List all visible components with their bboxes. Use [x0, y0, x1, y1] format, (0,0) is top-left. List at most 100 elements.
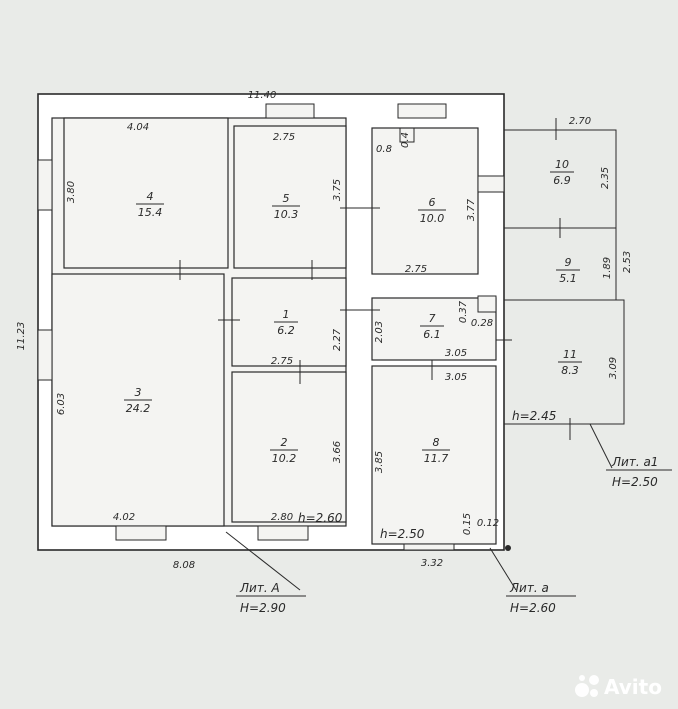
height-annex: h=2.45	[512, 409, 556, 423]
room-label-1: 1 6.2	[274, 308, 298, 337]
dim-niche-h: 0.4	[400, 132, 411, 148]
room-label-4: 4 15.4	[136, 190, 164, 219]
lit-name-a-small: Лит. а	[509, 581, 549, 595]
corner-dot	[505, 545, 511, 551]
dim-annex-top: 2.70	[569, 116, 591, 127]
room-area-9: 5.1	[559, 272, 577, 285]
room-label-11: 11 8.3	[558, 348, 582, 377]
dim-top-total: 11.40	[248, 90, 277, 101]
room-number-3: 3	[135, 386, 142, 399]
dim-room3-height: 6.03	[56, 393, 67, 415]
lit-height-a-main: H=2.90	[240, 601, 286, 615]
dim-left-total: 11.23	[16, 322, 27, 351]
room-number-4: 4	[147, 190, 154, 203]
room-label-9: 9 5.1	[556, 256, 580, 285]
room-area-1: 6.2	[277, 324, 295, 337]
dim-room5-height: 3.75	[332, 179, 343, 201]
leader-lit-a-main	[225, 531, 301, 591]
lit-name-a-main: Лит. А	[239, 581, 280, 595]
window-right-7	[477, 295, 497, 313]
dimension-labels: 11.40 4.04 2.75 0.8 0.4 2.70 3.80 3.75 3…	[16, 90, 633, 571]
lit-label-a-small: Лит. а H=2.60	[509, 581, 556, 615]
dim-room2-width: 2.80	[271, 512, 293, 523]
room-label-3: 3 24.2	[124, 386, 152, 415]
room-number-1: 1	[283, 308, 290, 321]
room-number-6: 6	[429, 196, 436, 209]
window-top-2	[397, 103, 447, 119]
dim-room5-width: 2.75	[273, 132, 295, 143]
dim-room3-width: 4.02	[113, 512, 135, 523]
lit-label-a-main: Лит. А H=2.90	[239, 581, 286, 615]
avito-watermark: Avito	[575, 675, 662, 699]
lit-label-a1: Лит. а1 H=2.50	[611, 455, 658, 489]
dim-bottom-left: 8.08	[173, 560, 195, 571]
dim-room6-height: 3.77	[466, 198, 477, 221]
room-label-5: 5 10.3	[272, 192, 300, 221]
room-area-4: 15.4	[138, 206, 163, 219]
room-4	[63, 117, 229, 269]
dim-niche-w: 0.8	[376, 144, 392, 155]
avito-logo-icon	[575, 675, 599, 697]
room-2	[231, 371, 347, 523]
height-main: h=2.60	[298, 511, 343, 525]
dim-room2-height: 3.66	[332, 441, 343, 463]
room-area-6: 10.0	[420, 212, 445, 225]
room-6-niche	[399, 127, 415, 143]
dim-bottom-right: 3.32	[421, 558, 443, 569]
avito-text: Avito	[604, 675, 662, 699]
dim-room6-width: 2.75	[405, 264, 427, 275]
dim-room11-height: 3.09	[608, 357, 619, 379]
dim-room1-width: 2.75	[271, 356, 293, 367]
lit-height-a-small: H=2.60	[510, 601, 556, 615]
dim-room7-height: 2.03	[374, 321, 385, 343]
room-area-2: 10.2	[272, 452, 297, 465]
dim-room4-width: 4.04	[127, 122, 149, 133]
room-number-10: 10	[555, 158, 569, 171]
dim-room8-012: 0.12	[477, 518, 499, 529]
window-right-6	[477, 175, 505, 193]
dim-room1-height: 2.27	[332, 328, 343, 351]
room-area-11: 8.3	[561, 364, 579, 377]
dim-room9-height: 1.89	[602, 257, 613, 279]
room-number-5: 5	[283, 192, 290, 205]
window-top-1	[265, 103, 315, 119]
room-labels: 4 15.4 5 10.3 6 10.0 10 6.9 9 5.1 1 6.2	[124, 158, 582, 465]
leader-lit-a1	[589, 423, 613, 469]
window-bottom-2	[257, 525, 309, 541]
room-area-10: 6.9	[553, 174, 571, 187]
room-number-9: 9	[565, 256, 572, 269]
room-number-8: 8	[433, 436, 440, 449]
room-area-8: 11.7	[424, 452, 449, 465]
room-area-7: 6.1	[423, 328, 441, 341]
dim-room8-015: 0.15	[462, 513, 473, 535]
room-area-3: 24.2	[126, 402, 151, 415]
lit-height-a1: H=2.50	[612, 475, 658, 489]
room-label-8: 8 11.7	[422, 436, 450, 465]
room-number-7: 7	[429, 312, 436, 325]
room-label-10: 10 6.9	[550, 158, 574, 187]
room-8	[371, 365, 497, 545]
leader-lit-a-small	[489, 547, 517, 591]
dim-room7-width: 3.05	[445, 348, 467, 359]
dim-room4-height: 3.80	[66, 181, 77, 203]
room-7	[371, 297, 497, 361]
room-number-11: 11	[563, 348, 577, 361]
dim-room7-037: 0.37	[458, 300, 469, 323]
window-left-2	[37, 329, 53, 381]
dim-room7-028: 0.28	[471, 318, 493, 329]
dim-room8-height: 3.85	[374, 451, 385, 473]
room-label-2: 2 10.2	[270, 436, 298, 465]
window-bottom-3	[403, 543, 455, 551]
dim-room8-top: 3.05	[445, 372, 467, 383]
room-label-7: 7 6.1	[420, 312, 444, 341]
window-bottom-1	[115, 525, 167, 541]
room-label-6: 6 10.0	[418, 196, 446, 225]
room-6	[371, 127, 479, 275]
lit-name-a1: Лит. а1	[611, 455, 658, 469]
height-veranda: h=2.50	[380, 527, 425, 541]
room-area-5: 10.3	[274, 208, 299, 221]
window-left-1	[37, 159, 53, 211]
room-5	[233, 125, 347, 269]
room-number-2: 2	[281, 436, 288, 449]
